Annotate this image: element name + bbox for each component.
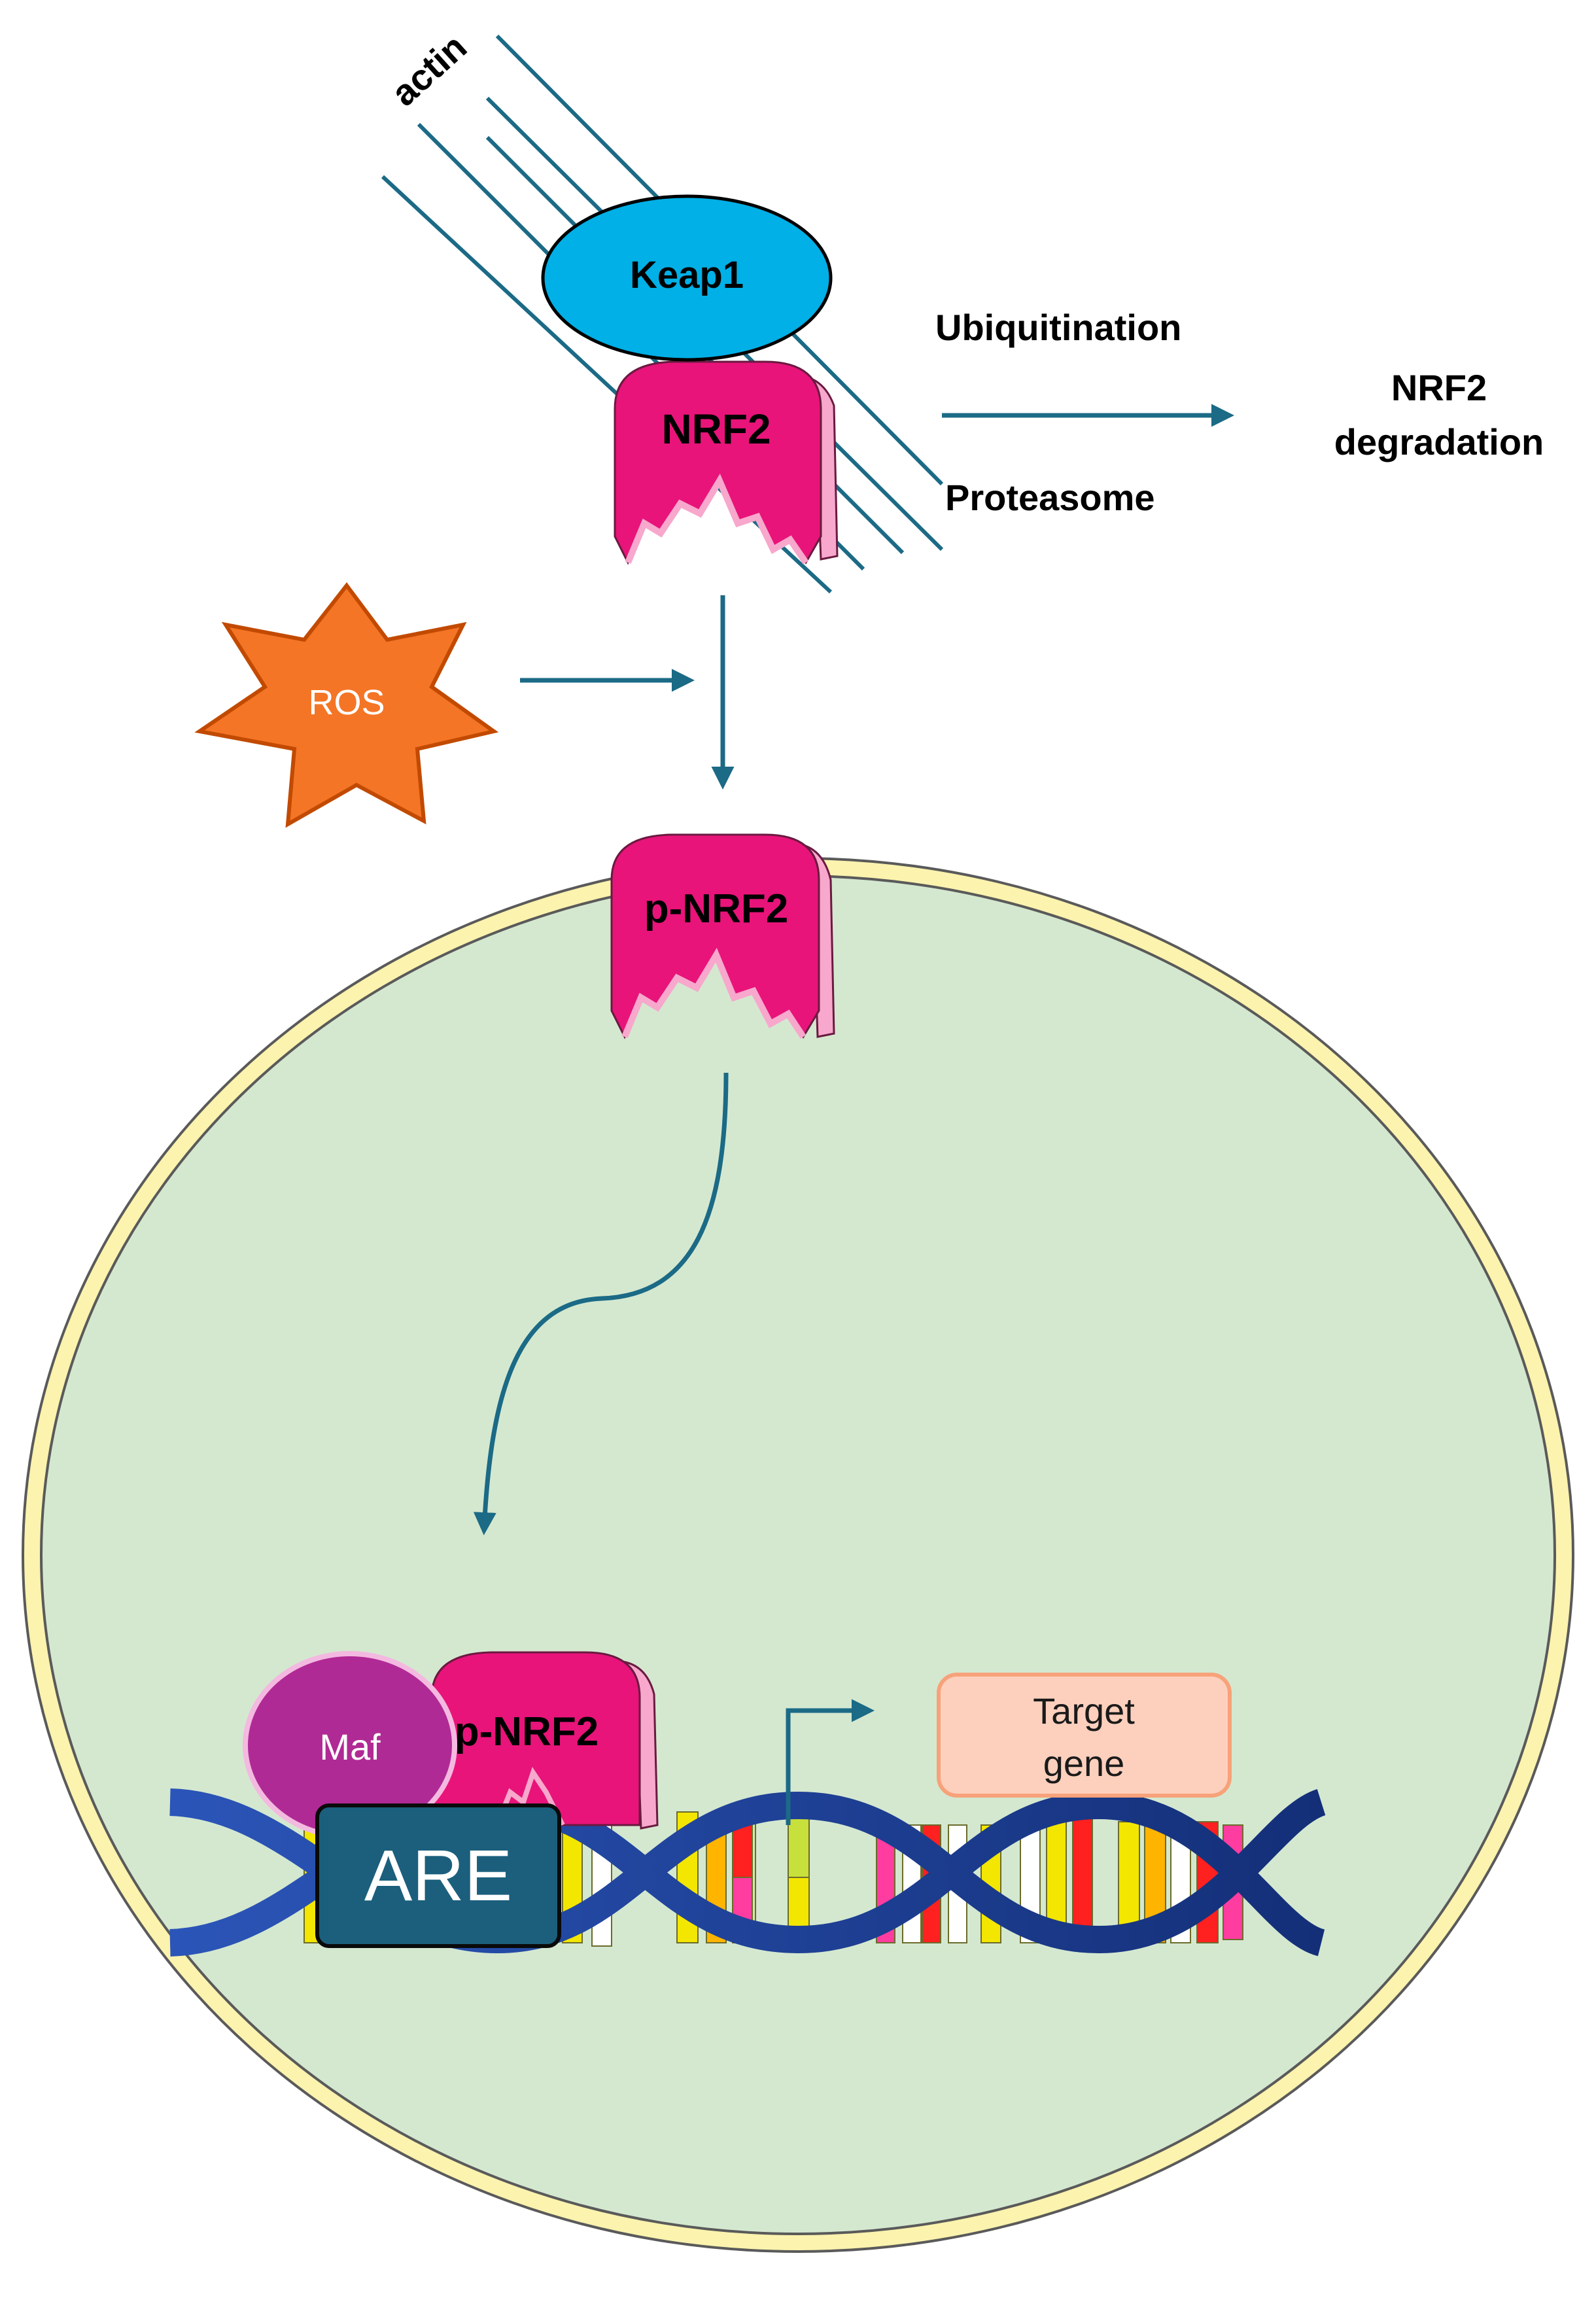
p-nrf2-bottom-label: p-NRF2 — [455, 1709, 598, 1754]
are-element: ARE — [315, 1803, 561, 1948]
p-nrf2-top-protein: p-NRF2 — [610, 833, 835, 1039]
keap1-label: Keap1 — [630, 254, 744, 296]
keap1-protein: Keap1 — [541, 194, 833, 362]
target-gene-label-line2: gene — [1043, 1743, 1125, 1784]
p-nrf2-bottom-protein: p-NRF2 — [430, 1651, 659, 1830]
actin-label: actin — [383, 26, 474, 114]
ros-star: ROS — [194, 582, 499, 828]
are-label: ARE — [364, 1836, 512, 1916]
transcription-start-arrow — [786, 1699, 875, 1825]
nuclear-translocation-arrow — [473, 1072, 729, 1535]
nrf2-protein: NRF2 — [614, 360, 839, 565]
nrf2-body — [614, 360, 822, 565]
nrf2-notch-edge — [625, 474, 809, 565]
maf-label: Maf — [319, 1726, 381, 1767]
target-gene-label-line1: Target — [1033, 1690, 1135, 1732]
p-nrf2-top-label: p-NRF2 — [644, 886, 788, 931]
proteasome-label: Proteasome — [945, 477, 1155, 518]
nucleus — [22, 857, 1574, 2253]
nrf2-degradation-label-line1: NRF2 — [1391, 367, 1487, 408]
ros-label: ROS — [308, 683, 385, 722]
nrf2-label: NRF2 — [661, 406, 771, 453]
target-gene-box: Target gene — [937, 1673, 1232, 1798]
nrf2-degradation-label-line2: degradation — [1334, 421, 1544, 462]
ubiquitination-label: Ubiquitination — [935, 307, 1181, 348]
maf-protein: Maf — [243, 1651, 457, 1839]
p-nrf2-top-notch-edge — [621, 947, 807, 1039]
